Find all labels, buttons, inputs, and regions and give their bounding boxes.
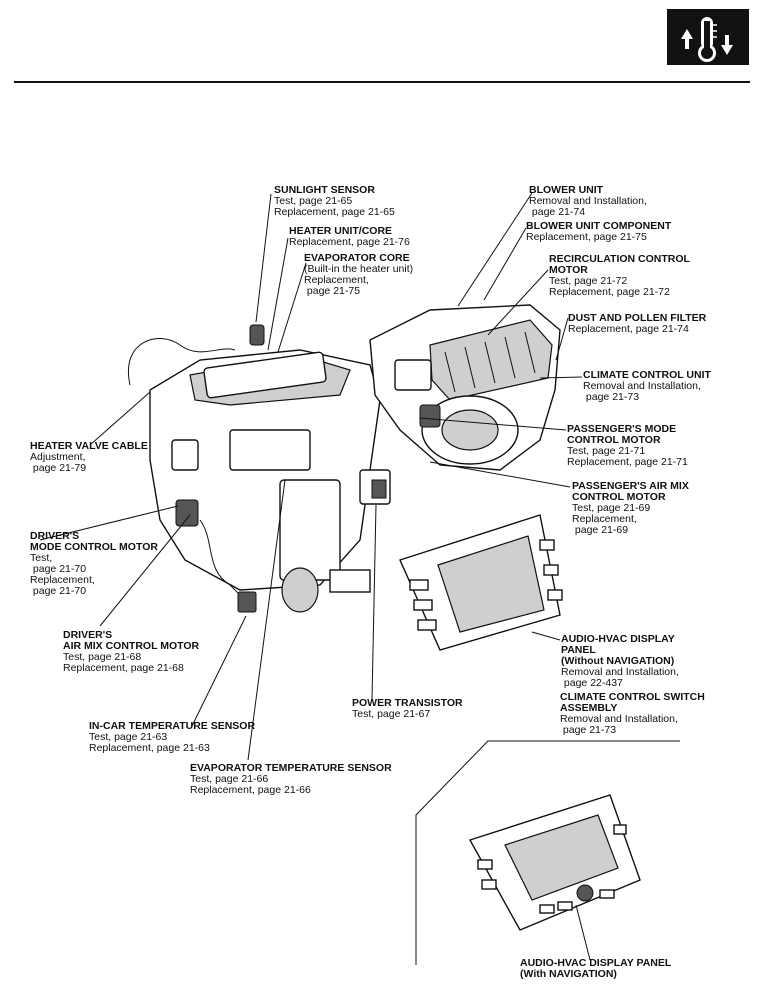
label-audio-hvac-panel-nav: AUDIO-HVAC DISPLAY PANEL (With NAVIGATIO… [520,958,671,980]
label-title: AUDIO-HVAC DISPLAY PANEL (Without NAVIGA… [561,633,675,667]
label-title: PASSENGER'S MODE CONTROL MOTOR [567,423,677,446]
label-detail: page 21-79 [30,462,87,474]
label-detail: Replacement, page 21-65 [274,206,395,218]
label-title: DRIVER'S MODE CONTROL MOTOR [30,530,158,553]
label-detail: page 21-73 [560,724,617,736]
label-detail: page 22-437 [561,677,623,689]
display-panel-illustration [399,514,563,651]
label-detail: Replacement, page 21-75 [526,231,647,243]
label-passengers-air-mix-motor: PASSENGER'S AIR MIX CONTROL MOTOR Test, … [572,481,689,536]
leader-lines [39,192,591,961]
label-title: IN-CAR TEMPERATURE SENSOR [89,720,256,732]
label-detail: Removal and Installation, [583,380,701,392]
label-detail: page 21-74 [529,206,586,218]
label-passengers-mode-motor: PASSENGER'S MODE CONTROL MOTOR Test, pag… [567,424,688,468]
label-detail: Replacement, page 21-76 [289,236,410,248]
label-title: DRIVER'S AIR MIX CONTROL MOTOR [63,629,200,652]
label-dust-pollen-filter: DUST AND POLLEN FILTER Replacement, page… [568,313,706,335]
label-title: CLIMATE CONTROL SWITCH ASSEMBLY [560,691,705,714]
label-detail: Removal and Installation, [560,713,678,725]
label-heater-unit-core: HEATER UNIT/CORE Replacement, page 21-76 [289,226,410,248]
label-title: PASSENGER'S AIR MIX CONTROL MOTOR [572,480,689,503]
label-detail: (Built-in the heater unit) [304,263,414,275]
label-detail: Replacement, page 21-63 [89,742,210,754]
label-title: CLIMATE CONTROL UNIT [583,369,711,381]
climate-badge [667,9,749,65]
label-title: BLOWER UNIT COMPONENT [526,220,672,232]
label-detail: Test, page 21-72 [549,275,628,287]
blower-unit-illustration [369,304,561,471]
heater-unit-illustration [127,324,391,613]
label-climate-control-unit: CLIMATE CONTROL UNIT Removal and Install… [583,370,711,403]
label-climate-switch-assembly: CLIMATE CONTROL SWITCH ASSEMBLY Removal … [560,692,705,736]
label-detail: Test, [30,552,53,564]
label-detail: page 21-70 [30,585,87,597]
label-title: EVAPORATOR TEMPERATURE SENSOR [190,762,392,774]
label-detail: page 21-69 [572,524,629,536]
label-title: DUST AND POLLEN FILTER [568,312,707,324]
label-power-transistor: POWER TRANSISTOR Test, page 21-67 [352,698,463,720]
label-evaporator-core: EVAPORATOR CORE (Built-in the heater uni… [304,253,413,297]
label-title: EVAPORATOR CORE [304,252,410,264]
label-detail: Replacement, page 21-66 [190,784,311,796]
label-detail: Removal and Installation, [529,195,647,207]
label-blower-unit: BLOWER UNIT Removal and Installation, pa… [529,185,647,218]
label-detail: Test, page 21-69 [572,502,651,514]
label-title: AUDIO-HVAC DISPLAY PANEL (With NAVIGATIO… [520,957,672,980]
label-detail: Replacement, page 21-71 [567,456,688,468]
label-detail: Replacement, page 21-72 [549,286,670,298]
label-title: BLOWER UNIT [529,184,604,196]
nav-display-panel-illustration [468,794,641,931]
label-detail: Test, page 21-68 [63,651,142,663]
label-detail: Test, page 21-65 [274,195,353,207]
inset-frame [415,740,680,965]
label-audio-hvac-panel-no-nav: AUDIO-HVAC DISPLAY PANEL (Without NAVIGA… [561,634,679,689]
label-evaporator-temp-sensor: EVAPORATOR TEMPERATURE SENSOR Test, page… [190,763,392,796]
label-detail: Adjustment, [30,451,86,463]
label-detail: Test, page 21-66 [190,773,269,785]
label-heater-valve-cable: HEATER VALVE CABLE Adjustment, page 21-7… [30,441,148,474]
label-detail: Replacement, [572,513,637,525]
label-title: RECIRCULATION CONTROL MOTOR [549,253,690,276]
label-title: HEATER UNIT/CORE [289,225,393,237]
label-detail: Test, page 21-71 [567,445,646,457]
label-detail: Test, page 21-63 [89,731,168,743]
header-rule [14,81,750,83]
label-detail: Test, page 21-67 [352,708,431,720]
label-title: POWER TRANSISTOR [352,697,463,709]
label-detail: Replacement, page 21-74 [568,323,689,335]
label-recirculation-control-motor: RECIRCULATION CONTROL MOTOR Test, page 2… [549,254,690,298]
label-drivers-mode-motor: DRIVER'S MODE CONTROL MOTOR Test, page 2… [30,531,158,597]
label-detail: page 21-73 [583,391,640,403]
label-detail: Replacement, [304,274,369,286]
label-sunlight-sensor: SUNLIGHT SENSOR Test, page 21-65 Replace… [274,185,395,218]
label-detail: Replacement, [30,574,95,586]
label-title: HEATER VALVE CABLE [30,440,148,452]
label-detail: page 21-70 [30,563,87,575]
label-blower-unit-component: BLOWER UNIT COMPONENT Replacement, page … [526,221,671,243]
label-drivers-air-mix-motor: DRIVER'S AIR MIX CONTROL MOTOR Test, pag… [63,630,199,674]
label-detail: Replacement, page 21-68 [63,662,184,674]
label-in-car-temp-sensor: IN-CAR TEMPERATURE SENSOR Test, page 21-… [89,721,255,754]
label-detail: Removal and Installation, [561,666,679,678]
label-detail: page 21-75 [304,285,361,297]
label-title: SUNLIGHT SENSOR [274,184,375,196]
thermometer-icon [681,17,733,62]
